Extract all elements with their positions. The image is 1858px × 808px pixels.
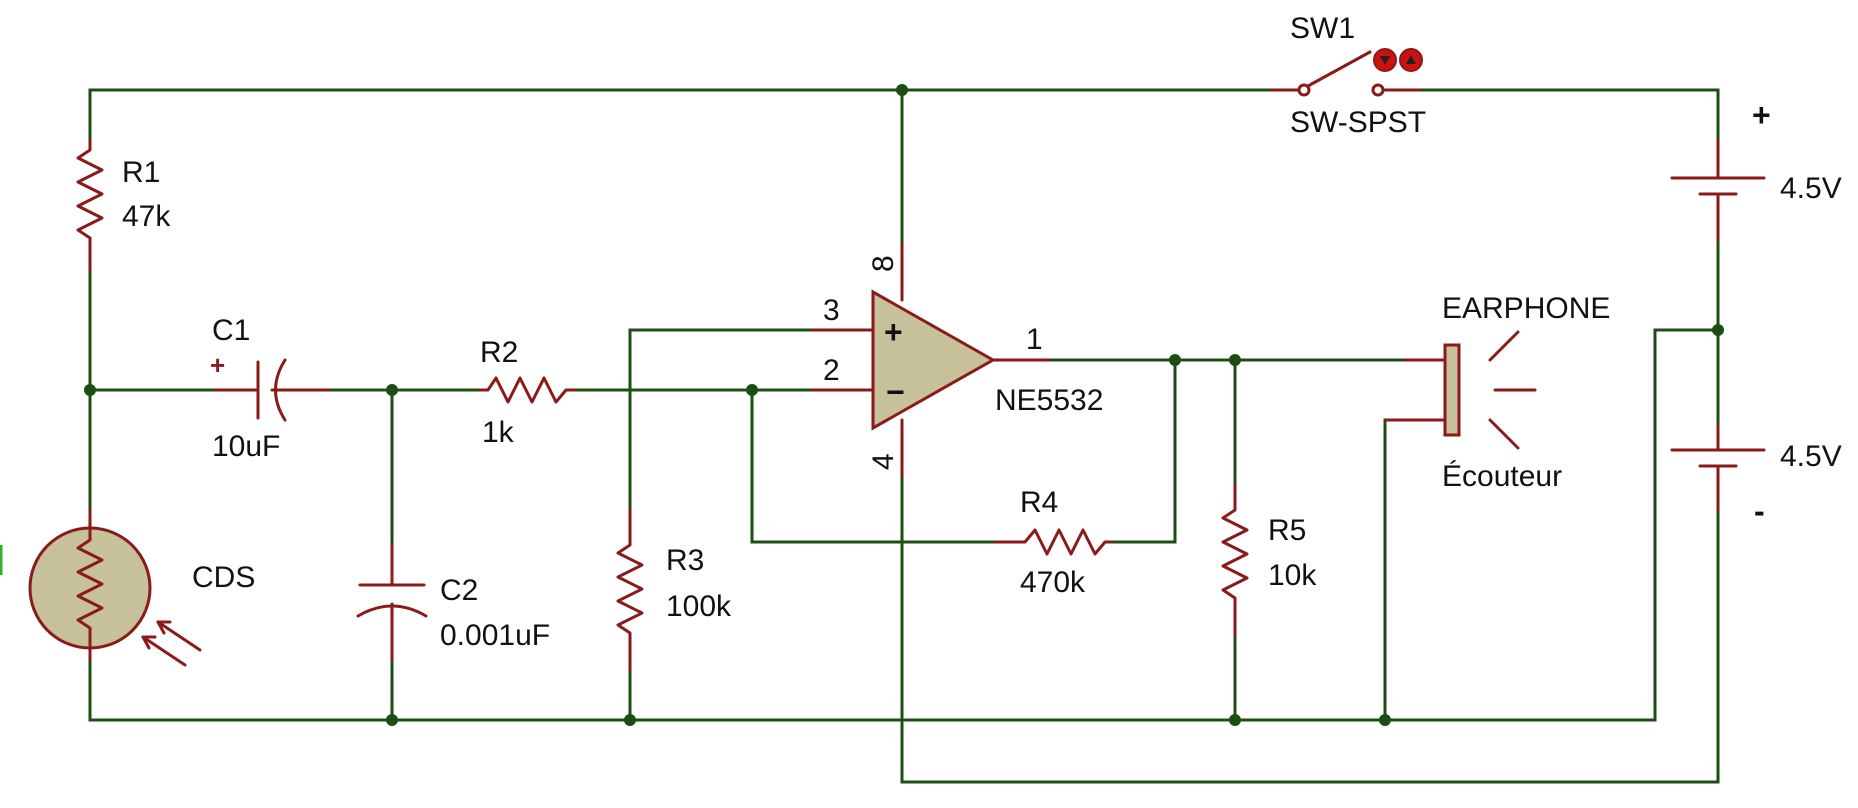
wire-feedback-left: [750, 388, 997, 544]
resistor-r1-symbol: [76, 138, 104, 272]
sw1-ref-label: SW1: [1290, 12, 1355, 45]
resistor-r3-symbol: [616, 508, 644, 672]
capacitor-c2: C2 0.001uF: [356, 543, 550, 662]
sw1-contact-left: [1297, 83, 1311, 97]
wire-ground-rail: [88, 328, 1720, 722]
resistor-r3: R3 100k: [616, 508, 732, 672]
opamp-pin3-label: 3: [823, 294, 840, 327]
junction-dot: [1169, 354, 1181, 366]
junction-dot: [1229, 354, 1241, 366]
sw1-contact-right: [1371, 83, 1385, 97]
resistor-r1: R1 47k: [76, 138, 171, 272]
c1-polarity-mark: +: [210, 350, 225, 380]
earphone: EARPHONE Écouteur: [1383, 292, 1610, 493]
supply-minus-sign: -: [1754, 493, 1765, 529]
c2-ref-label: C2: [440, 574, 478, 607]
opamp-pin4-label: 4: [867, 453, 900, 470]
sw1-lever: [1306, 50, 1372, 88]
junction-dot: [1379, 714, 1391, 726]
earphone-ref-label: EARPHONE: [1442, 292, 1610, 325]
switch-sw1: SW1 SW-SPST: [1268, 12, 1426, 139]
sound-waves-icon: [1488, 330, 1537, 450]
wire-noninverting-r3: [628, 328, 875, 512]
r4-value-label: 470k: [1020, 566, 1086, 599]
earphone-body: [1443, 343, 1461, 437]
resistor-r5-symbol: [1221, 483, 1249, 637]
c1-value-label: 10uF: [212, 430, 280, 463]
c2-value-label: 0.001uF: [440, 619, 550, 652]
opamp-minus-sign: −: [886, 374, 905, 410]
resistor-r2: R2 1k: [478, 336, 577, 449]
opamp-ne5532: + − 3 2 1 8 4 NE5532: [810, 243, 1103, 477]
capacitor-c1: + C1 10uF: [210, 314, 332, 463]
wire-opamp-gnd: [900, 473, 1720, 784]
wires: [88, 88, 1720, 784]
wire-earphone-return: [1383, 418, 1447, 722]
resistor-r4: R4 470k: [993, 486, 1114, 599]
opamp-triangle: [871, 289, 997, 431]
wire-feedback-right: [1110, 358, 1177, 544]
opamp-pin1-label: 1: [1026, 323, 1043, 356]
r1-value-label: 47k: [122, 200, 171, 233]
sw1-type-label: SW-SPST: [1290, 106, 1426, 139]
junction-dot: [746, 384, 758, 396]
opamp-pin8-label: 8: [867, 255, 900, 272]
opamp-plus-sign: +: [884, 314, 903, 350]
junction-dot: [896, 84, 908, 96]
opamp-part-label: NE5532: [995, 384, 1103, 417]
r5-value-label: 10k: [1268, 559, 1317, 592]
battery-top: 4.5V: [1670, 138, 1842, 242]
junction-dot: [1229, 714, 1241, 726]
r5-ref-label: R5: [1268, 514, 1306, 547]
r2-ref-label: R2: [480, 336, 518, 369]
junction-dot: [624, 714, 636, 726]
resistor-r5: R5 10k: [1221, 483, 1317, 637]
junction-dot: [386, 714, 398, 726]
r3-ref-label: R3: [666, 544, 704, 577]
junction-dot: [84, 384, 96, 396]
cds-resistor-symbol: [76, 526, 104, 650]
r3-value-label: 100k: [666, 590, 732, 623]
r2-value-label: 1k: [482, 416, 515, 449]
battery-bottom: 4.5V: [1670, 423, 1842, 512]
earphone-desc-label: Écouteur: [1442, 460, 1562, 493]
r4-ref-label: R4: [1020, 486, 1058, 519]
supply-plus-sign: +: [1752, 97, 1771, 133]
c1-ref-label: C1: [212, 314, 250, 347]
r1-ref-label: R1: [122, 156, 160, 189]
cds-ref-label: CDS: [192, 561, 255, 594]
junction-dot: [1712, 324, 1724, 336]
photoresistor-cds: CDS: [0, 508, 255, 667]
opamp-pin2-label: 2: [823, 354, 840, 387]
battery-bottom-value-label: 4.5V: [1780, 440, 1842, 473]
junction-dot: [386, 384, 398, 396]
resistor-r4-symbol: [993, 528, 1114, 556]
battery-top-value-label: 4.5V: [1780, 172, 1842, 205]
junctions: [84, 84, 1724, 726]
sw1-toggle-icon: [1373, 48, 1423, 72]
resistor-r2-symbol: [478, 376, 577, 404]
light-arrows-icon: [141, 620, 202, 667]
